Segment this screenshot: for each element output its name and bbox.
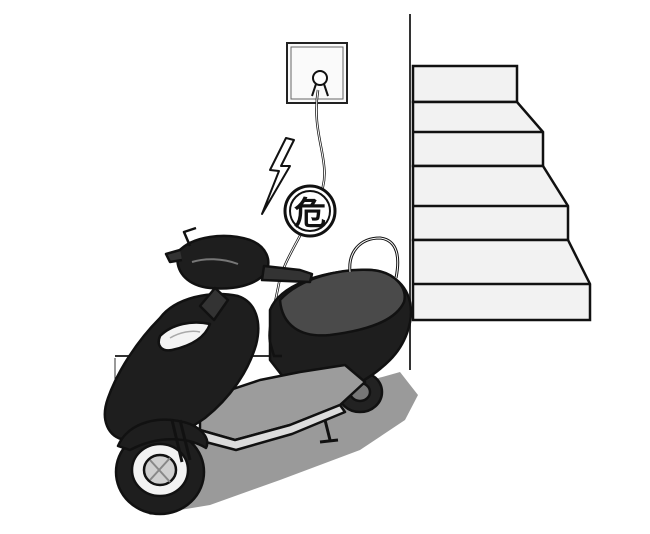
steering-column — [198, 286, 230, 322]
handlebar-head — [176, 234, 270, 290]
charging-plug — [268, 341, 282, 358]
lightning-bolt-icon — [261, 137, 295, 215]
headlight-inner — [169, 330, 201, 339]
front-fender — [116, 418, 209, 452]
floorboard-edge — [196, 403, 347, 452]
mirror-stem — [182, 226, 197, 247]
headlight — [157, 321, 212, 352]
handlebar-left — [164, 248, 183, 264]
danger-character: 危 — [294, 194, 326, 232]
front-wheel — [114, 428, 206, 516]
staircase — [411, 64, 592, 322]
handlebar-grip — [260, 264, 314, 284]
danger-sign-icon: 危 — [283, 184, 337, 238]
seat — [278, 268, 406, 337]
rear-rack-inner — [349, 237, 399, 279]
electric-scooter — [103, 226, 413, 516]
headlight-upper — [191, 258, 239, 265]
front-fork — [170, 419, 192, 463]
front-shield — [103, 292, 260, 443]
kickstand — [319, 419, 339, 444]
